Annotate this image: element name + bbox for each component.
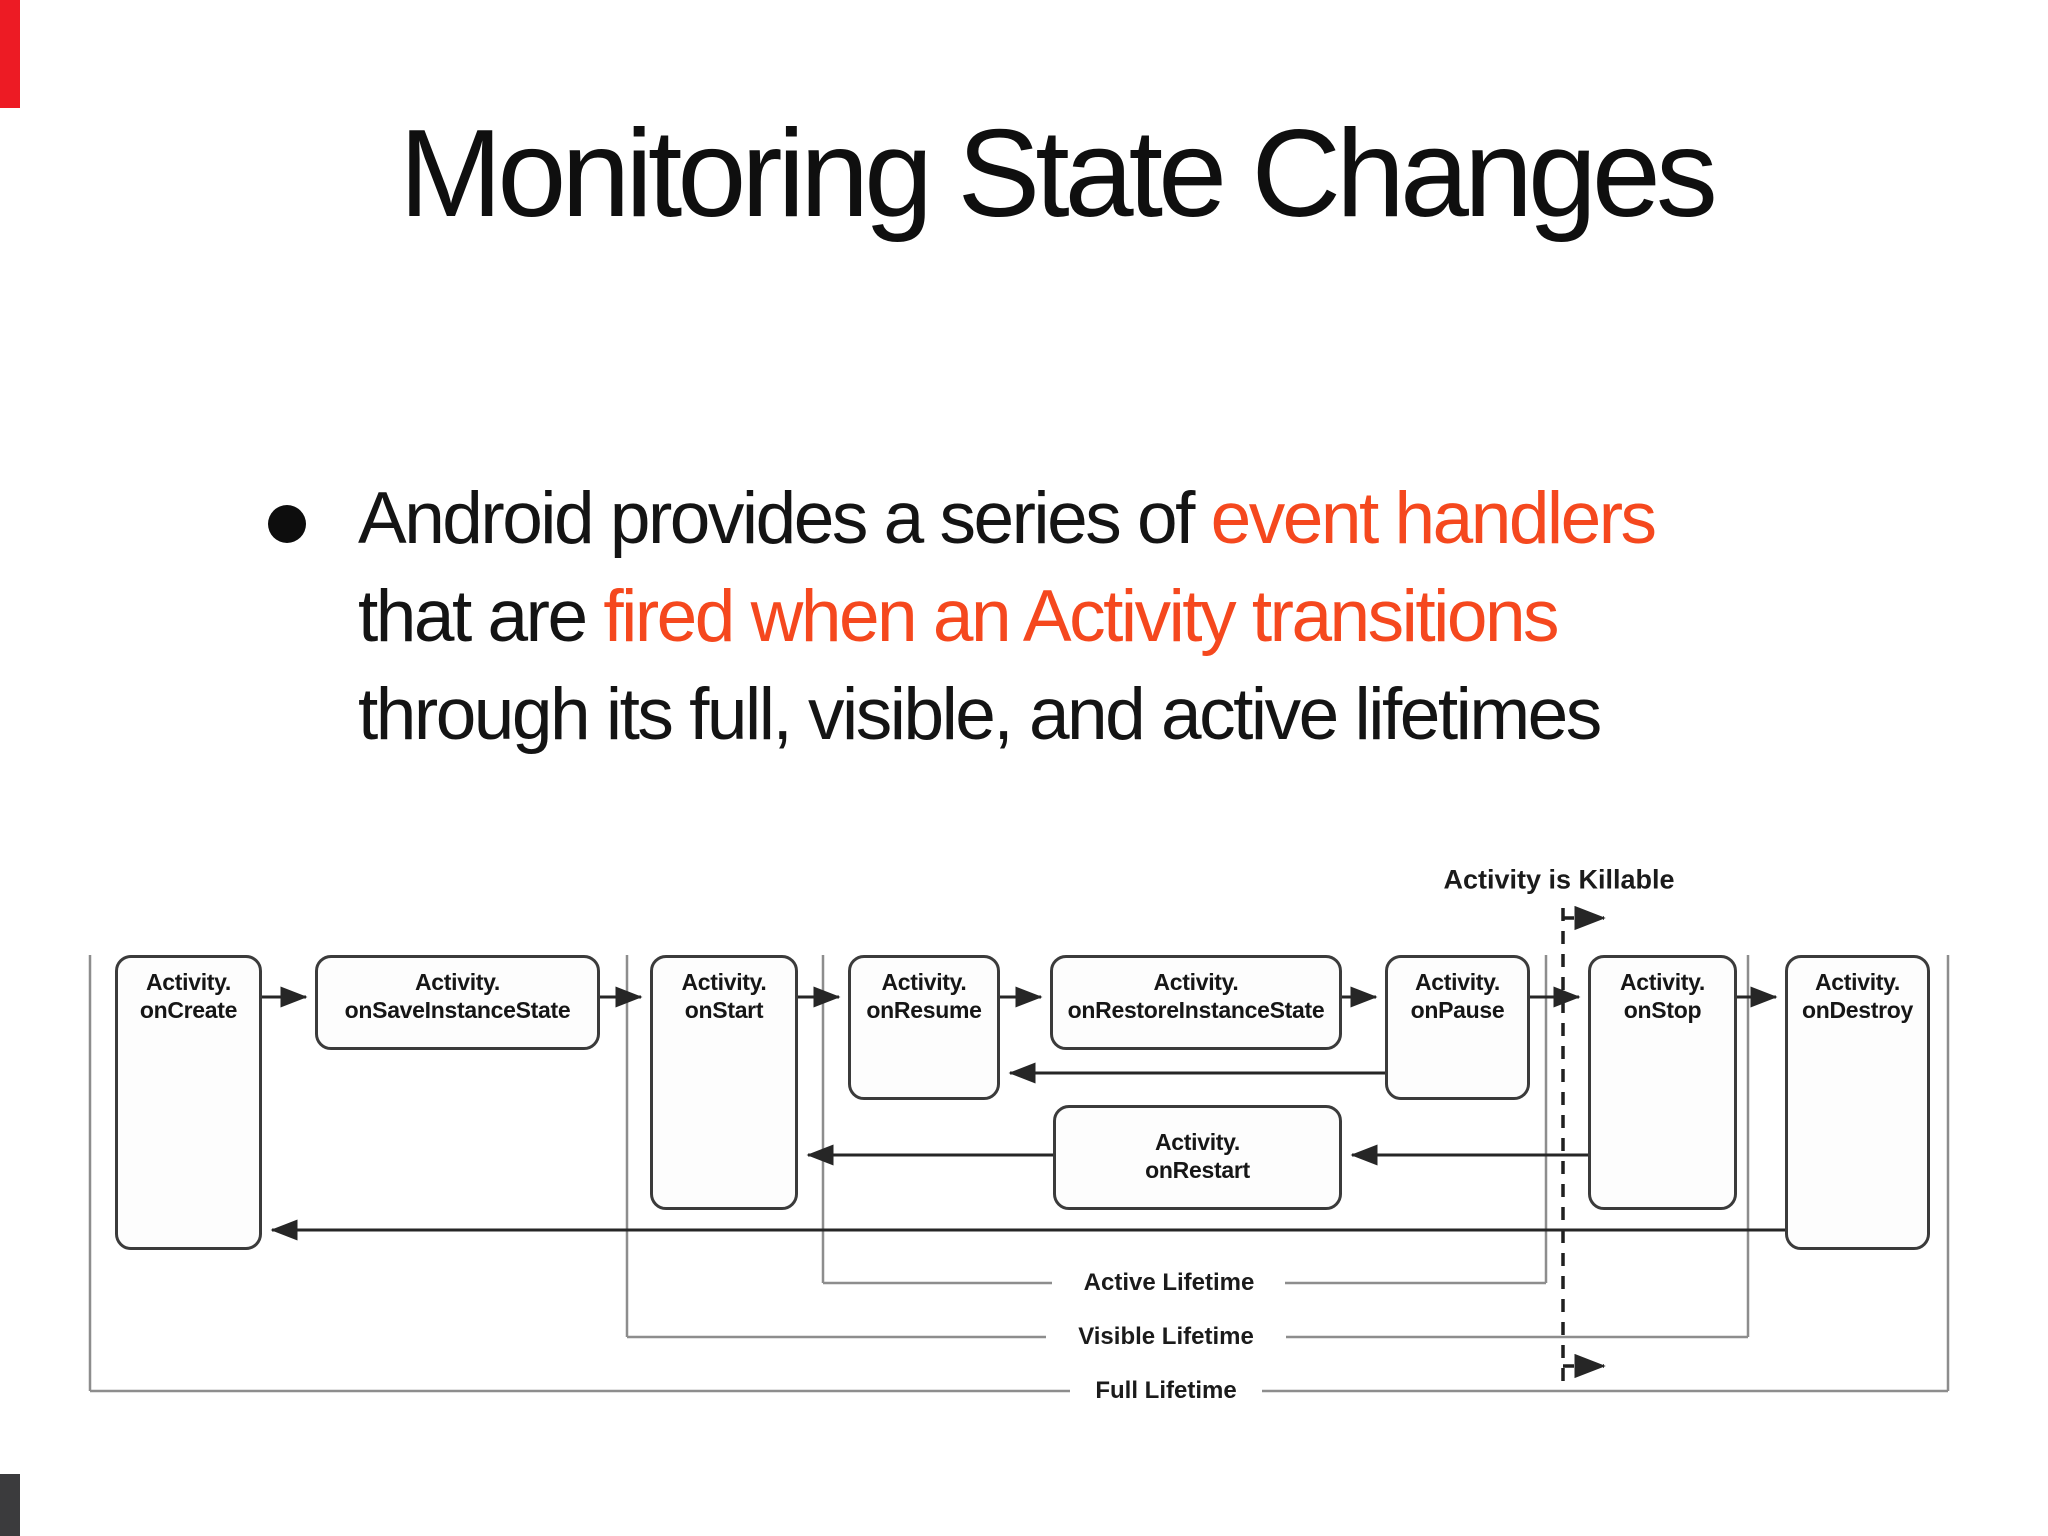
bullet-line-2-black: that are [358, 576, 604, 657]
slide-edge-marker-dark [0, 1474, 20, 1536]
state-box-class-label: Activity. [1414, 969, 1501, 995]
state-box-class-label: Activity. [1154, 1129, 1241, 1155]
state-box-onresume: Activity. onResume [848, 955, 1000, 1100]
bullet-line-2-highlight: fired when an Activity transitions [603, 576, 1559, 657]
state-box-class-label: Activity. [414, 969, 501, 995]
state-box-class-label: Activity. [681, 969, 767, 995]
bullet-line-1-black: Android provides a series of [358, 478, 1211, 559]
state-box-onstart: Activity. onStart [650, 955, 798, 1210]
state-box-method-label: onStop [1623, 997, 1702, 1023]
state-box-onrestoreinstancestate: Activity. onRestoreInstanceState [1050, 955, 1342, 1050]
state-box-class-label: Activity. [1619, 969, 1706, 995]
state-box-class-label: Activity. [881, 969, 967, 995]
state-box-method-label: onSaveInstanceState [344, 997, 571, 1023]
killable-label: Activity is Killable [1443, 864, 1675, 895]
state-box-onstop: Activity. onStop [1588, 955, 1737, 1210]
page-title: Monitoring State Changes [399, 105, 1718, 243]
state-box-method-label: onRestoreInstanceState [1067, 997, 1325, 1023]
visible-lifetime-label: Visible Lifetime [1078, 1323, 1254, 1350]
bullet-line-3: through its full, visible, and active li… [358, 674, 1602, 755]
state-box-onsaveinstancestate: Activity. onSaveInstanceState [315, 955, 600, 1050]
state-box-method-label: onCreate [139, 997, 238, 1023]
state-box-oncreate: Activity. onCreate [115, 955, 262, 1250]
state-box-method-label: onResume [866, 997, 982, 1023]
active-lifetime-label: Active Lifetime [1083, 1269, 1255, 1296]
bullet-line-2: that are fired when an Activity transiti… [358, 568, 1918, 666]
state-box-method-label: onPause [1410, 997, 1505, 1023]
state-box-method-label: onDestroy [1801, 997, 1914, 1023]
state-box-method-label: onStart [684, 997, 764, 1023]
state-box-onpause: Activity. onPause [1385, 955, 1530, 1100]
full-lifetime-label: Full Lifetime [1095, 1377, 1237, 1404]
state-box-class-label: Activity. [145, 969, 232, 995]
bullet-line-1: Android provides a series of event handl… [358, 470, 1918, 568]
state-box-ondestroy: Activity. onDestroy [1785, 955, 1930, 1250]
state-box-class-label: Activity. [1814, 969, 1901, 995]
state-box-method-label: onRestart [1145, 1157, 1250, 1183]
bullet-paragraph: Android provides a series of event handl… [358, 470, 1918, 764]
state-box-onrestart: Activity. onRestart [1053, 1105, 1342, 1210]
bullet-line-1-highlight: event handlers [1210, 478, 1657, 559]
bullet-icon [268, 505, 306, 543]
state-box-class-label: Activity. [1153, 969, 1239, 995]
slide-edge-marker-red [0, 0, 20, 108]
